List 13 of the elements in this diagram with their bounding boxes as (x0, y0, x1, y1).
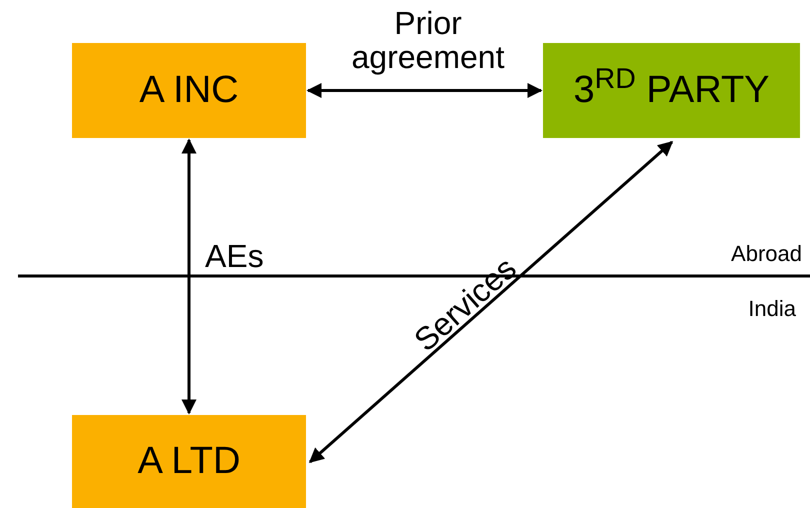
entity-box (72, 43, 306, 138)
double-arrow (308, 140, 674, 464)
double-arrow (306, 83, 542, 98)
region-label: India (748, 295, 796, 323)
edge-label: Prior agreement (350, 6, 506, 74)
region-label: Abroad (731, 240, 802, 268)
entity-name: 3$^{RD}$ PARTY (573, 62, 770, 113)
edge-label: AEs (205, 237, 264, 276)
entity-box (72, 415, 306, 508)
entity-name: A LTD (138, 439, 240, 484)
entity-box (543, 43, 800, 138)
entity-name: A INC (139, 68, 239, 113)
double-arrow (182, 138, 196, 414)
